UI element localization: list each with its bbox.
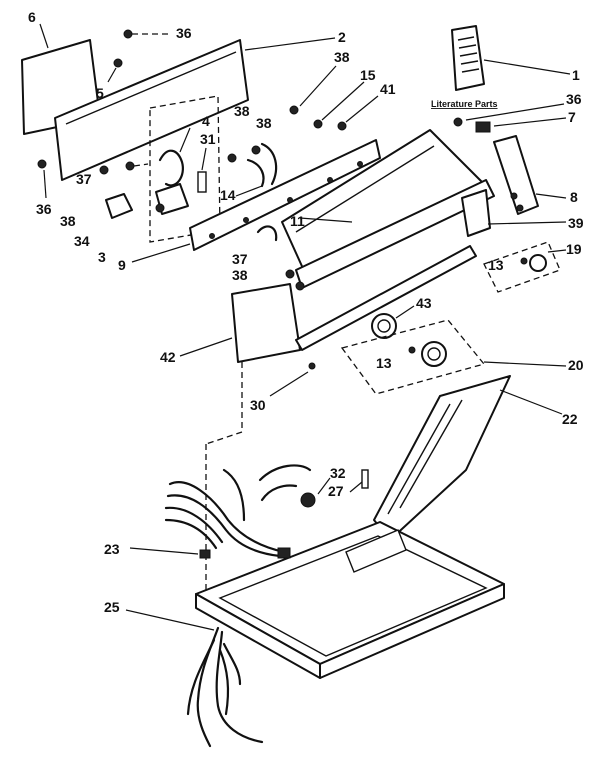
part-9-bracket: [131, 139, 381, 263]
alignment-dash-line: [205, 362, 243, 596]
callout-38-top: 38: [334, 49, 350, 65]
part-2-panel-back: [54, 37, 336, 181]
part-39-side: [461, 189, 567, 237]
callout-38-mid2: 38: [256, 115, 272, 131]
callout-8: 8: [570, 189, 578, 205]
callout-38-low: 38: [232, 267, 248, 283]
callout-43: 43: [416, 295, 432, 311]
callout-38-mid: 38: [234, 103, 250, 119]
callout-27: 27: [328, 483, 344, 499]
callout-38-left: 38: [60, 213, 76, 229]
callout-30: 30: [250, 397, 266, 413]
callout-36-left: 36: [36, 201, 52, 217]
callout-15: 15: [360, 67, 376, 83]
callout-37-left: 37: [76, 171, 92, 187]
screw-36-left: [37, 159, 47, 199]
dryer-top-panel: [195, 521, 505, 679]
callout-3: 3: [98, 249, 106, 265]
callout-5: 5: [96, 85, 104, 101]
callout-4: 4: [202, 113, 210, 129]
literature-parts-label: Literature Parts: [431, 99, 498, 109]
screw-36-top: [123, 29, 172, 39]
part-22-lid: [373, 375, 563, 541]
part-8-end-cap: [493, 135, 567, 215]
callout-25: 25: [104, 599, 120, 615]
callout-23: 23: [104, 541, 120, 557]
callout-1: 1: [572, 67, 580, 83]
wire-harness-14: [227, 142, 278, 197]
callout-34: 34: [74, 233, 90, 249]
screw-5: [107, 58, 123, 83]
callout-labels: 6 36 2 38 15 41 1 36 7 5 38 38 4 31 14 3…: [28, 9, 584, 615]
callout-39: 39: [568, 215, 584, 231]
callout-42: 42: [160, 349, 176, 365]
screw-38-lower: [285, 269, 305, 291]
part-43-dial: [371, 305, 415, 339]
callout-22: 22: [562, 411, 578, 427]
part-19-knob-group: [483, 241, 567, 293]
callout-6: 6: [28, 9, 36, 25]
callout-41: 41: [380, 81, 396, 97]
connector-37: [256, 225, 278, 242]
callout-13-a: 13: [488, 257, 504, 273]
part-7-spring: [475, 117, 567, 133]
callout-31: 31: [200, 131, 216, 147]
lower-rail: [295, 245, 477, 351]
part-20-knob-group: [340, 319, 567, 395]
screw-38-left: [99, 161, 149, 175]
part-34-block: [105, 183, 189, 219]
part-42-front-panel: [179, 283, 301, 363]
callout-36-top: 36: [176, 25, 192, 41]
callout-19: 19: [566, 241, 582, 257]
callout-11: 11: [290, 213, 305, 229]
callout-20: 20: [568, 357, 584, 373]
part-23-clip: [129, 547, 211, 559]
part-1-literature: Literature Parts: [431, 25, 571, 109]
callout-36-right: 36: [566, 91, 582, 107]
callout-37-mid: 37: [232, 251, 248, 267]
callout-7: 7: [568, 109, 576, 125]
callout-13-b: 13: [376, 355, 392, 371]
callout-2: 2: [338, 29, 346, 45]
part-25-lower-harness: [125, 609, 264, 748]
wire-harness-upper: [164, 464, 312, 559]
part-32-27: [300, 469, 369, 508]
screw-30: [269, 362, 316, 397]
screw-36-right: [453, 103, 565, 127]
screws-15-41: [289, 65, 379, 131]
callout-32: 32: [330, 465, 346, 481]
callout-9: 9: [118, 257, 126, 273]
callout-14: 14: [220, 187, 236, 203]
